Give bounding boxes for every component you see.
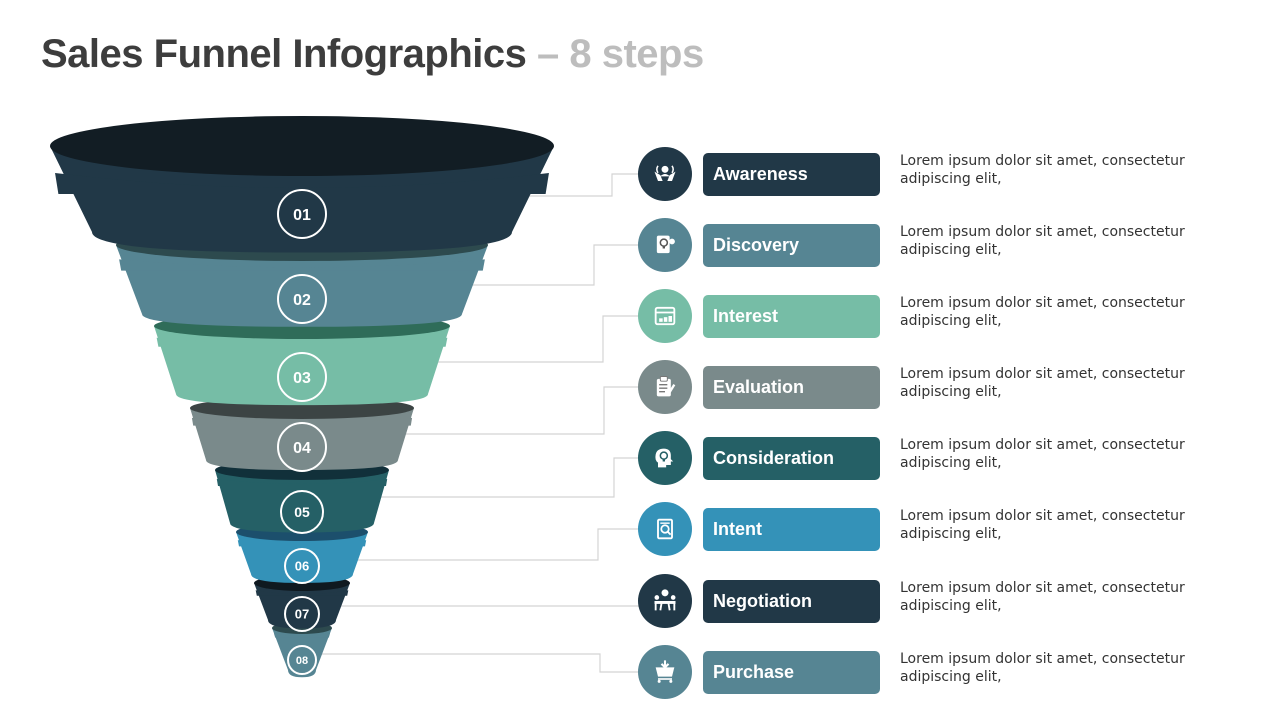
- step-description-line: Lorem ipsum dolor sit amet, consectetur: [900, 295, 1185, 311]
- calendar-coins-icon: [638, 289, 692, 343]
- funnel-segment-face: [255, 590, 349, 596]
- step-label: Intent: [703, 508, 880, 551]
- step-description-line: Lorem ipsum dolor sit amet, consectetur: [900, 153, 1185, 169]
- step-label: Discovery: [703, 224, 880, 267]
- step-label: Consideration: [703, 437, 880, 480]
- meeting-table-dollar-icon: [638, 574, 692, 628]
- step-description: Lorem ipsum dolor sit amet, consectetur a…: [900, 223, 1220, 259]
- step-number: 04: [293, 440, 311, 457]
- step-description-line: adipiscing elit,: [900, 669, 1002, 685]
- funnel-segment-face: [216, 479, 388, 486]
- funnel-segment-face: [156, 337, 448, 347]
- step-number: 07: [295, 607, 309, 622]
- step-description-line: adipiscing elit,: [900, 313, 1002, 329]
- step-description: Lorem ipsum dolor sit amet, consectetur a…: [900, 152, 1220, 188]
- step-description: Lorem ipsum dolor sit amet, consectetur a…: [900, 579, 1220, 615]
- step-number: 03: [293, 370, 311, 387]
- connector-line-05: [375, 457, 640, 498]
- step-description-line: adipiscing elit,: [900, 384, 1002, 400]
- step-description-line: Lorem ipsum dolor sit amet, consectetur: [900, 651, 1185, 667]
- funnel-segment-face: [191, 417, 413, 426]
- step-description-line: Lorem ipsum dolor sit amet, consectetur: [900, 224, 1185, 240]
- step-description-line: Lorem ipsum dolor sit amet, consectetur: [900, 366, 1185, 382]
- step-number-ring: [284, 548, 320, 584]
- connector-line-01: [524, 173, 640, 197]
- funnel-segment-04: 04: [190, 397, 414, 472]
- connector-line-03: [433, 315, 640, 363]
- step-description-line: adipiscing elit,: [900, 598, 1002, 614]
- step-number: 06: [295, 559, 309, 574]
- step-description: Lorem ipsum dolor sit amet, consectetur a…: [900, 294, 1220, 330]
- head-lightbulb-icon: [638, 431, 692, 485]
- step-number-ring: [277, 189, 327, 239]
- step-description-line: Lorem ipsum dolor sit amet, consectetur: [900, 508, 1185, 524]
- funnel-segment-face: [119, 259, 485, 271]
- funnel-segment-body: [50, 146, 554, 253]
- page-title: Sales Funnel Infographics – 8 steps: [41, 32, 704, 77]
- title-subtitle: – 8 steps: [526, 32, 704, 76]
- step-number: 08: [296, 655, 308, 667]
- step-description-line: adipiscing elit,: [900, 171, 1002, 187]
- step-description: Lorem ipsum dolor sit amet, consectetur a…: [900, 507, 1220, 543]
- step-number-ring: [277, 422, 327, 472]
- step-label: Evaluation: [703, 366, 880, 409]
- step-number-ring: [280, 490, 324, 534]
- step-description: Lorem ipsum dolor sit amet, consectetur a…: [900, 436, 1220, 472]
- connector-line-06: [352, 528, 640, 561]
- step-label: Purchase: [703, 651, 880, 694]
- funnel-segment-01: 01: [50, 116, 554, 253]
- step-description: Lorem ipsum dolor sit amet, consectetur a…: [900, 650, 1220, 686]
- hands-holding-person-icon: [638, 147, 692, 201]
- step-label: Interest: [703, 295, 880, 338]
- step-number: 05: [294, 504, 310, 520]
- step-label: Negotiation: [703, 580, 880, 623]
- step-description-line: Lorem ipsum dolor sit amet, consectetur: [900, 437, 1185, 453]
- shopping-basket-icon: [638, 645, 692, 699]
- step-number-ring: [277, 352, 327, 402]
- funnel-segment-face: [237, 540, 367, 547]
- connector-line-02: [467, 244, 640, 286]
- funnel-segment-body: [272, 628, 332, 678]
- funnel-segment-rim: [50, 116, 554, 176]
- step-label: Awareness: [703, 153, 880, 196]
- step-description-line: adipiscing elit,: [900, 455, 1002, 471]
- step-description-line: adipiscing elit,: [900, 242, 1002, 258]
- title-main: Sales Funnel Infographics: [41, 32, 527, 76]
- connector-line-08: [316, 653, 640, 673]
- funnel-segment-03: 03: [154, 313, 450, 406]
- document-lightbulb-icon: [638, 218, 692, 272]
- step-description-line: Lorem ipsum dolor sit amet, consectetur: [900, 580, 1185, 596]
- step-number-ring: [287, 645, 317, 675]
- step-description: Lorem ipsum dolor sit amet, consectetur a…: [900, 365, 1220, 401]
- step-number: 02: [293, 292, 311, 309]
- document-search-icon: [638, 502, 692, 556]
- clipboard-checklist-icon: [638, 360, 692, 414]
- step-number-ring: [277, 274, 327, 324]
- funnel-segment-face: [55, 173, 549, 194]
- step-number-ring: [284, 596, 320, 632]
- funnel-segment-face: [273, 633, 331, 638]
- connector-line-04: [400, 386, 640, 435]
- step-number: 01: [293, 207, 311, 224]
- step-description-line: adipiscing elit,: [900, 526, 1002, 542]
